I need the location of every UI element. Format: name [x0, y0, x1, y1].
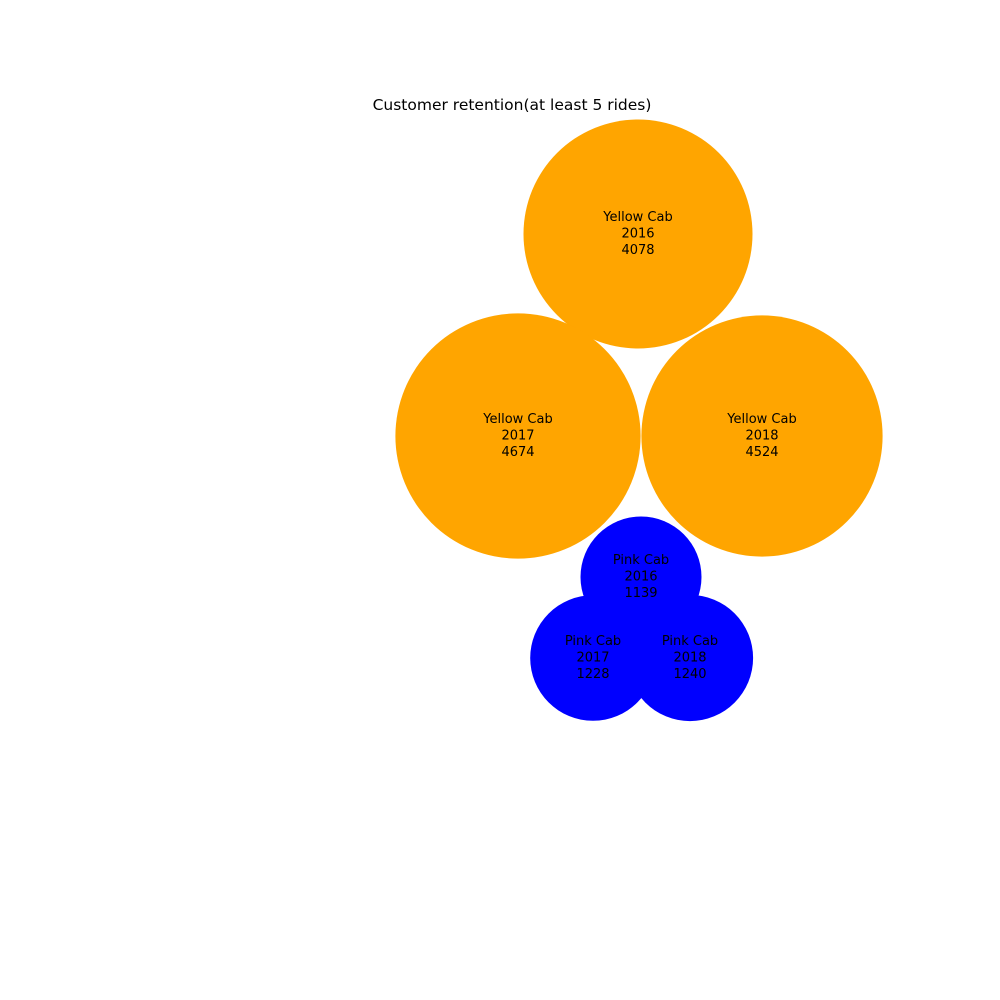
- bubble-company-label: Yellow Cab: [602, 210, 672, 225]
- bubble-company-label: Pink Cab: [662, 634, 718, 649]
- bubble-value-label: 4524: [745, 445, 778, 460]
- bubble-year-label: 2018: [745, 429, 778, 444]
- bubble-year-label: 2016: [624, 570, 657, 585]
- bubble-value-label: 1240: [673, 667, 706, 682]
- bubble-circle-yellow-cab-2016: [523, 119, 753, 349]
- bubble-value-label: 4674: [501, 445, 534, 460]
- bubble-company-label: Pink Cab: [613, 553, 669, 568]
- chart-title: Customer retention(at least 5 rides): [372, 96, 652, 114]
- bubble-circle-pink-cab-2017: [530, 595, 656, 721]
- bubble-year-label: 2017: [501, 429, 534, 444]
- bubble-circle-yellow-cab-2017: [395, 313, 641, 559]
- bubble-value-label: 4078: [621, 243, 654, 258]
- bubble-company-label: Yellow Cab: [726, 412, 796, 427]
- bubble-year-label: 2018: [673, 651, 706, 666]
- bubble-company-label: Pink Cab: [565, 634, 621, 649]
- bubble-year-label: 2017: [576, 651, 609, 666]
- bubble-circle-yellow-cab-2018: [641, 315, 883, 557]
- bubble-year-label: 2016: [621, 227, 654, 242]
- bubble-company-label: Yellow Cab: [482, 412, 552, 427]
- bubble-value-label: 1139: [624, 586, 657, 601]
- bubble-value-label: 1228: [576, 667, 609, 682]
- bubble-circle-pink-cab-2018: [626, 594, 754, 722]
